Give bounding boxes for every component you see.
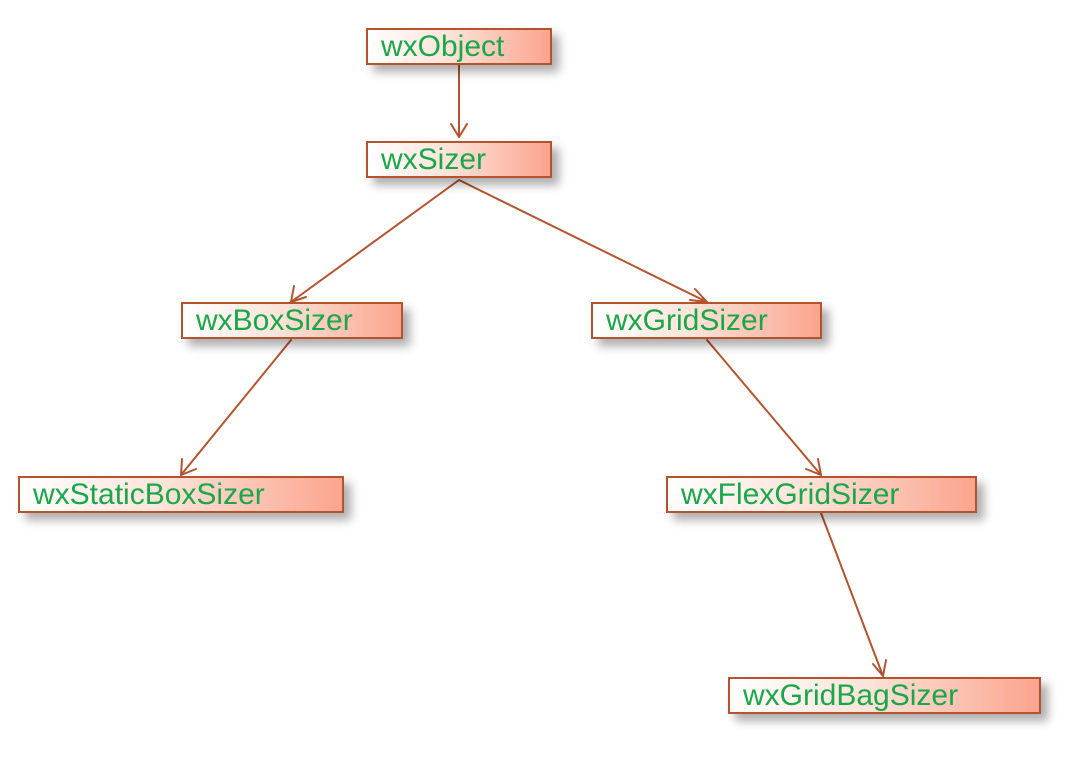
edge-wxsizer-to-wxboxsizer — [290, 179, 460, 303]
edge-wxsizer-to-wxgridsizer — [458, 179, 708, 303]
node-wxflexgridsizer: wxFlexGridSizer — [666, 476, 977, 513]
node-wxboxsizer: wxBoxSizer — [181, 302, 403, 339]
edge-wxflexgridsizer-to-wxgridbagsizer — [820, 512, 884, 677]
node-wxsizer-label: wxSizer — [381, 143, 487, 176]
node-wxboxsizer-label: wxBoxSizer — [196, 304, 353, 337]
node-wxobject: wxObject — [366, 28, 552, 65]
node-wxgridsizer-label: wxGridSizer — [606, 304, 768, 337]
node-wxstaticboxsizer-label: wxStaticBoxSizer — [33, 478, 265, 511]
arrowhead-wxstaticboxsizer — [180, 458, 197, 476]
node-wxstaticboxsizer: wxStaticBoxSizer — [18, 476, 344, 513]
arrowhead-wxgridbagsizer — [872, 659, 887, 677]
node-wxgridbagsizer: wxGridBagSizer — [728, 677, 1041, 714]
node-wxgridsizer: wxGridSizer — [591, 302, 822, 339]
arrowhead-wxflexgridsizer — [805, 458, 822, 476]
node-wxgridbagsizer-label: wxGridBagSizer — [743, 679, 959, 712]
node-wxsizer: wxSizer — [366, 141, 552, 178]
node-wxobject-label: wxObject — [381, 30, 505, 63]
arrowhead-wxsizer — [450, 123, 468, 138]
node-wxflexgridsizer-label: wxFlexGridSizer — [681, 478, 900, 511]
edge-wxgridsizer-to-wxflexgridsizer — [706, 339, 822, 476]
edge-wxboxsizer-to-wxstaticboxsizer — [180, 339, 292, 476]
